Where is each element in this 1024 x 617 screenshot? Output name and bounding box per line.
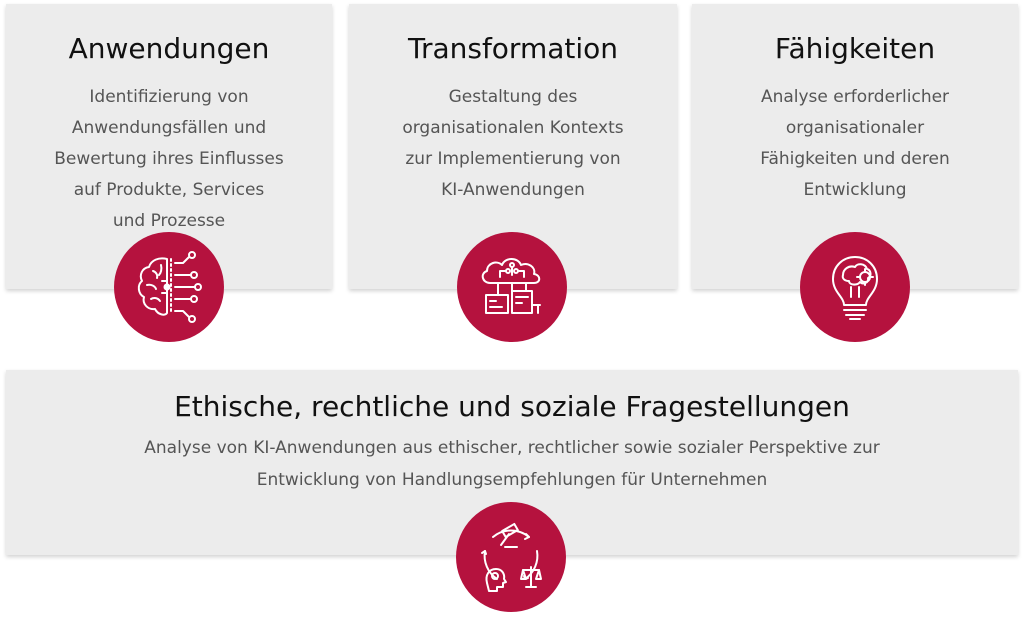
icon-badge-anwendungen: [114, 232, 224, 342]
card-description: Analyse erforderlicher organisationaler …: [692, 82, 1018, 206]
icon-badge-faehigkeiten: [800, 232, 910, 342]
card-description-line: zur Implementierung von: [405, 149, 621, 169]
card-description-line: und Prozesse: [112, 211, 226, 231]
card-title: Transformation: [407, 32, 619, 65]
card-description-line: KI-Anwendungen: [441, 180, 585, 200]
icon-badge-transformation: [457, 232, 567, 342]
card-description: Identifizierung von Anwendungsfällen und…: [6, 82, 332, 237]
card-anwendungen: Anwendungen Identifizierung von Anwendun…: [6, 4, 332, 289]
card-description-line: Entwicklung: [803, 180, 907, 200]
card-description-line: Anwendungsfällen und: [71, 118, 267, 138]
card-description-line: organisationalen Kontexts: [402, 118, 624, 138]
card-title: Fähigkeiten: [774, 32, 936, 65]
card-description-line: Bewertung ihres Einflusses: [54, 149, 284, 169]
card-description-line: Fähigkeiten und deren: [760, 149, 950, 169]
brain-circuit-icon: [137, 251, 202, 323]
card-description-line: Entwicklung von Handlungsempfehlungen fü…: [256, 470, 768, 490]
gavel-scales-cycle-icon: [481, 522, 542, 592]
card-ethische-fragestellungen: Ethische, rechtliche und soziale Fragest…: [6, 370, 1018, 555]
card-description-line: Analyse erforderlicher: [760, 87, 950, 107]
card-title: Ethische, rechtliche und soziale Fragest…: [174, 390, 850, 423]
lightbulb-gears-icon: [832, 256, 878, 320]
card-description-line: auf Produkte, Services: [73, 180, 265, 200]
card-description: Analyse von KI-Anwendungen aus ethischer…: [6, 432, 1018, 496]
card-description-line: Analyse von KI-Anwendungen aus ethischer…: [144, 438, 880, 458]
icon-badge-ethik: [456, 502, 566, 612]
cloud-network-icon: [481, 258, 541, 314]
card-title: Anwendungen: [68, 32, 270, 65]
card-description-line: organisationaler: [785, 118, 925, 138]
card-description-line: Identifizierung von: [89, 87, 249, 107]
card-description: Gestaltung des organisationalen Kontexts…: [349, 82, 677, 206]
card-description-line: Gestaltung des: [448, 87, 578, 107]
